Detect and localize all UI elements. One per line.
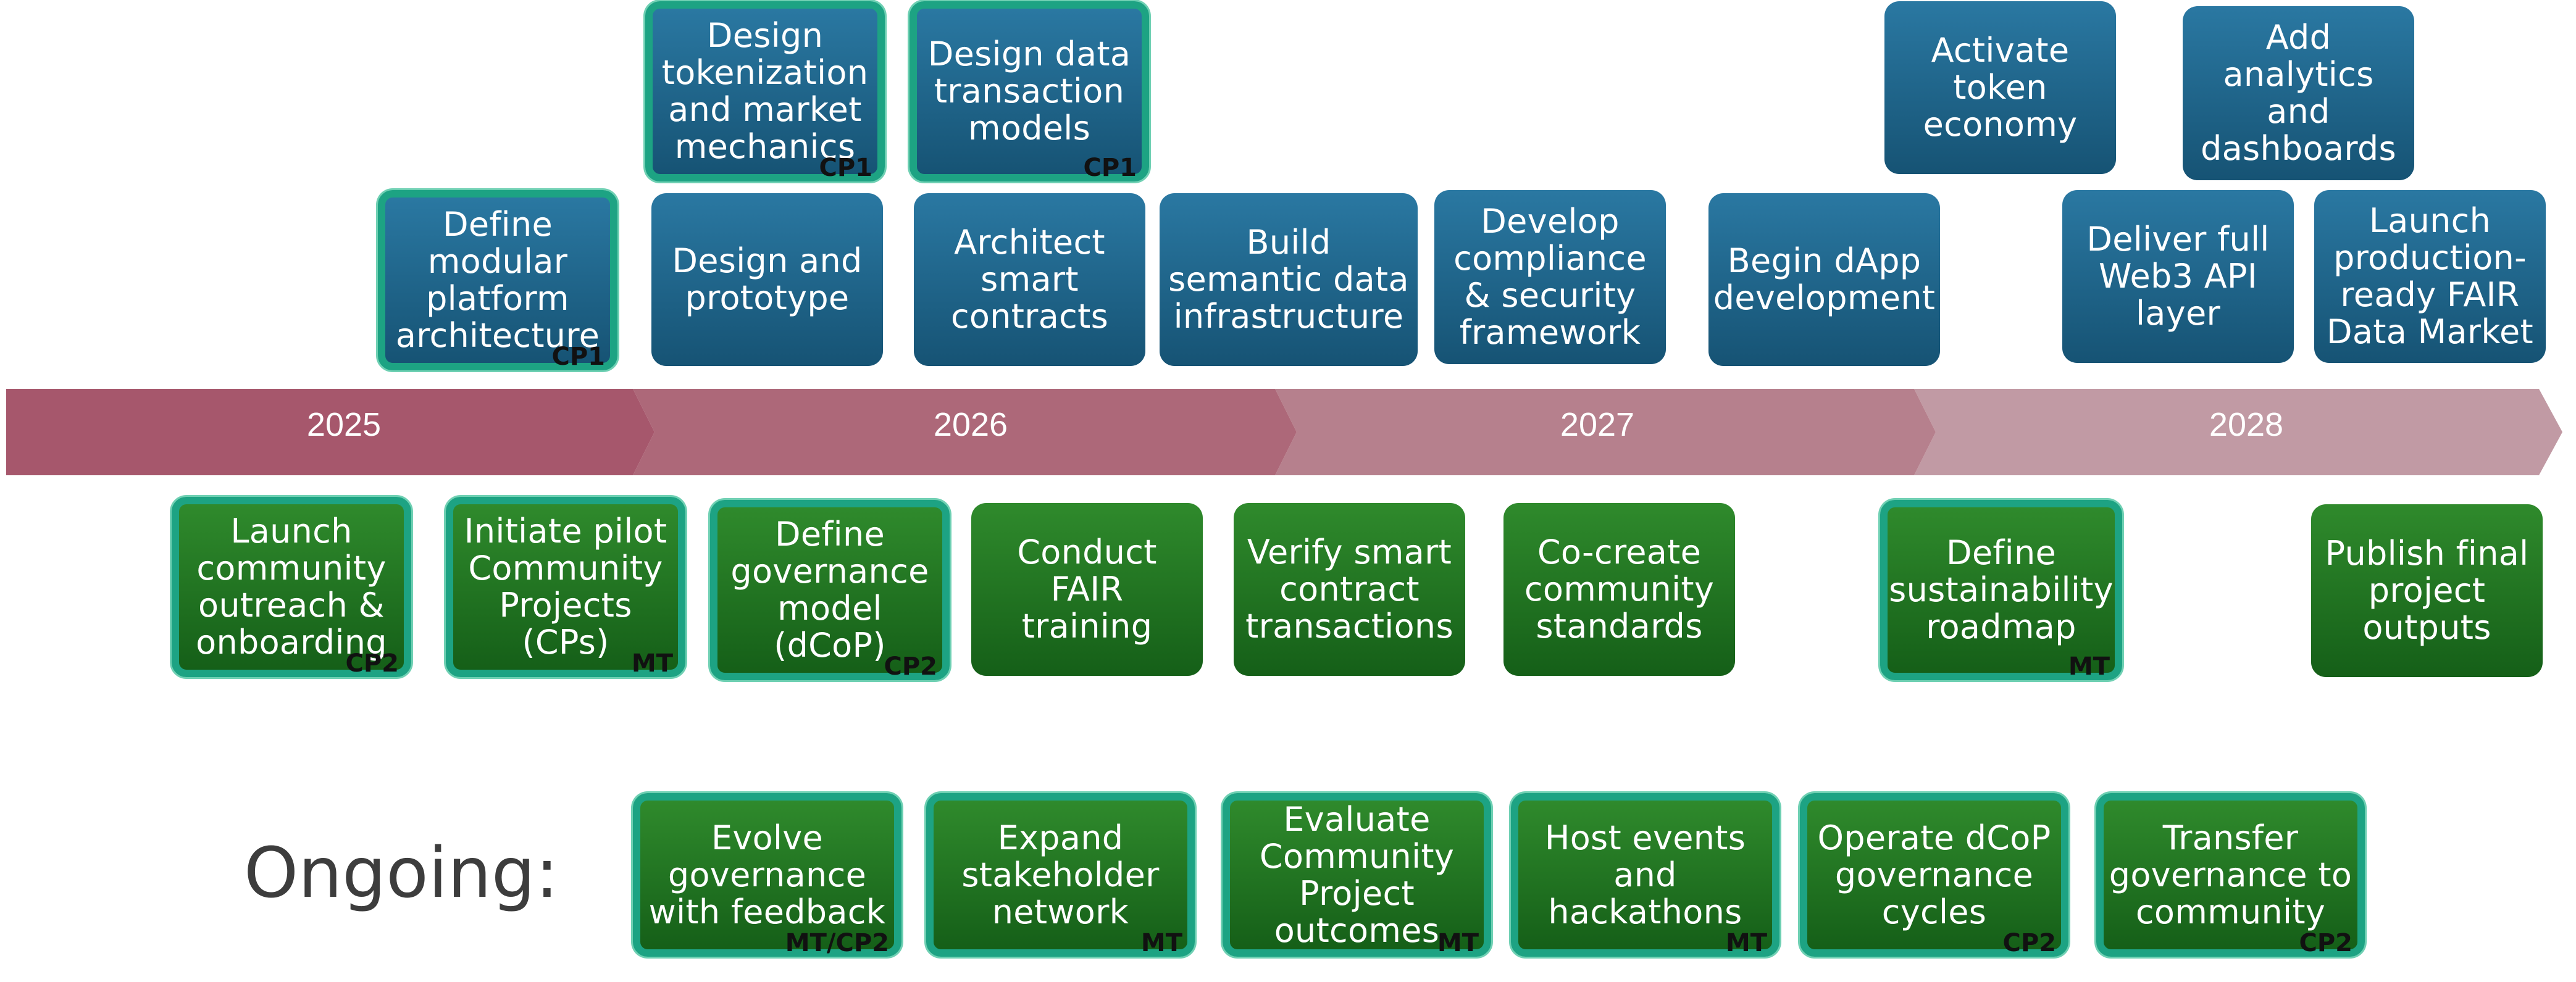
milestone-verify-smart-contracts: Verify smart contract transactions (1234, 503, 1465, 676)
timeline-segment-2026 (633, 389, 1297, 475)
year-label-2028: 2028 (2209, 406, 2284, 443)
milestone-conduct-fair-training: Conduct FAIR training (971, 503, 1203, 676)
milestone-label: Design data transaction models (927, 35, 1131, 148)
ongoing-item-label: Transfer governance to community (2109, 818, 2352, 931)
ongoing-item-tag: MT (1725, 929, 1767, 957)
milestone-label: Begin dApp development (1713, 241, 1936, 317)
ongoing-expand-stakeholder: Expand stakeholder network MT (926, 793, 1195, 957)
milestone-define-governance-model: Define governance model (dCoP) CP2 (710, 500, 950, 680)
milestone-label: Launch production- ready FAIR Data Marke… (2326, 201, 2534, 351)
milestone-develop-compliance: Develop compliance & security framework (1434, 190, 1666, 364)
ongoing-item-label: Expand stakeholder network (961, 818, 1160, 931)
milestone-label: Design tokenization and market mechanics (661, 16, 869, 166)
timeline-segment-2027 (1275, 389, 1936, 475)
milestone-label: Define sustainability roadmap (1889, 533, 2114, 646)
milestone-design-and-prototype: Design and prototype (651, 193, 883, 366)
milestone-label: Define governance model (dCoP) (730, 515, 929, 665)
ongoing-item-tag: CP2 (2299, 929, 2352, 957)
ongoing-item-label: Evaluate Community Project outcomes (1259, 799, 1455, 950)
ongoing-item-tag: MT (1437, 929, 1479, 957)
milestone-tag: MT (2068, 652, 2110, 681)
milestone-begin-dapp: Begin dApp development (1708, 193, 1940, 366)
milestone-tag: MT (631, 649, 673, 678)
ongoing-operate-dcop: Operate dCoP governance cycles CP2 (1800, 793, 2068, 957)
ongoing-item-tag: MT (1140, 929, 1182, 957)
milestone-deliver-web3-api: Deliver full Web3 API layer (2062, 190, 2294, 363)
ongoing-item-tag: MT/CP2 (785, 929, 889, 957)
ongoing-label: Ongoing: (244, 833, 559, 913)
milestone-tag: CP2 (345, 649, 399, 678)
year-label-2025: 2025 (306, 406, 382, 443)
ongoing-evolve-governance: Evolve governance with feedback MT/CP2 (633, 793, 901, 957)
milestone-publish-final-outputs: Publish final project outputs (2311, 504, 2543, 677)
ongoing-item-tag: CP2 (2002, 929, 2056, 957)
ongoing-transfer-governance: Transfer governance to community CP2 (2096, 793, 2365, 957)
year-label-2027: 2027 (1560, 406, 1635, 443)
milestone-label: Activate token economy (1923, 31, 2078, 144)
year-label-2026: 2026 (933, 406, 1008, 443)
milestone-tag: CP2 (884, 652, 937, 681)
milestone-launch-fair-data-market: Launch production- ready FAIR Data Marke… (2314, 190, 2546, 363)
milestone-launch-community-outreach: Launch community outreach & onboarding C… (172, 497, 411, 677)
ongoing-item-label: Operate dCoP governance cycles (1817, 818, 2051, 931)
milestone-architect-smart-contracts: Architect smart contracts (914, 193, 1145, 366)
milestone-label: Co-create community standards (1524, 533, 1715, 646)
milestone-design-tokenization: Design tokenization and market mechanics… (645, 1, 885, 181)
ongoing-item-label: Evolve governance with feedback (648, 818, 886, 931)
milestone-label: Launch community outreach & onboarding (196, 512, 387, 662)
ongoing-item-label: Host events and hackathons (1544, 818, 1746, 931)
milestone-label: Conduct FAIR training (1017, 533, 1157, 646)
milestone-label: Design and prototype (672, 241, 863, 317)
milestone-design-data-transaction: Design data transaction models CP1 (910, 1, 1149, 181)
ongoing-evaluate-projects: Evaluate Community Project outcomes MT (1223, 793, 1491, 957)
milestone-define-sustainability-roadmap: Define sustainability roadmap MT (1880, 500, 2122, 680)
milestone-tag: CP1 (551, 343, 605, 371)
milestone-label: Verify smart contract transactions (1245, 533, 1453, 646)
milestone-label: Develop compliance & security framework (1453, 202, 1647, 352)
milestone-co-create-standards: Co-create community standards (1503, 503, 1735, 676)
milestone-label: Build semantic data infrastructure (1168, 223, 1409, 336)
milestone-label: Define modular platform architecture (395, 205, 600, 355)
milestone-initiate-pilot-projects: Initiate pilot Community Projects (CPs) … (446, 497, 685, 677)
milestone-label: Deliver full Web3 API layer (2086, 220, 2270, 333)
ongoing-host-events: Host events and hackathons MT (1511, 793, 1779, 957)
milestone-tag: CP1 (819, 154, 872, 182)
timeline-segment-2025 (6, 389, 654, 475)
milestone-define-modular-architecture: Define modular platform architecture CP1 (378, 190, 617, 370)
milestone-add-analytics: Add analytics and dashboards (2183, 6, 2414, 180)
milestone-label: Publish final project outputs (2325, 534, 2529, 647)
milestone-label: Architect smart contracts (950, 223, 1109, 336)
timeline-segment-2028 (1914, 389, 2562, 475)
milestone-label: Initiate pilot Community Projects (CPs) (464, 512, 667, 662)
milestone-tag: CP1 (1083, 154, 1137, 182)
milestone-build-semantic-data: Build semantic data infrastructure (1160, 193, 1418, 366)
milestone-activate-token-economy: Activate token economy (1884, 1, 2116, 174)
milestone-label: Add analytics and dashboards (2201, 18, 2396, 168)
